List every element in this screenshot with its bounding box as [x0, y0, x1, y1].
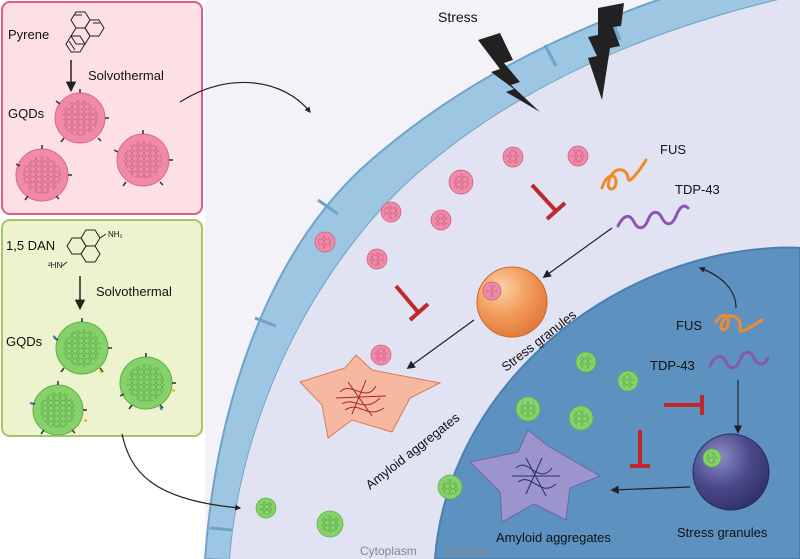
- gqd-green-small: [255, 497, 277, 519]
- arrow-to-stress-granule-cyto: [542, 227, 613, 278]
- arrow-pink-gqd-entry: [179, 81, 311, 113]
- gqd-pink-small: [366, 248, 388, 270]
- gqd-pink-large: [113, 130, 173, 187]
- gqd-pink-small: [430, 209, 452, 231]
- label-solvothermal-green: Solvothermal: [96, 284, 172, 299]
- arrow-green-gqd-entry: [121, 433, 242, 511]
- lightning-bolt-icon: [588, 3, 624, 100]
- label-solvothermal-pink: Solvothermal: [88, 68, 164, 83]
- fus-protein-icon: [714, 314, 764, 333]
- dan-molecule: [61, 229, 107, 267]
- gqd-green-small: [702, 448, 722, 468]
- inhibition-marker: [530, 183, 567, 221]
- arrow-to-amyloid-cyto: [406, 319, 475, 369]
- gqd-green-small: [437, 474, 463, 500]
- stress-granule-nucleus: [692, 433, 770, 511]
- label-amine-top: NH₂: [108, 230, 123, 239]
- gqd-pink-small: [567, 145, 589, 167]
- label-amine-left: ²HN: [48, 261, 62, 270]
- label-tdp43-nucleus: TDP-43: [650, 358, 695, 373]
- membrane-joint: [209, 526, 233, 532]
- membrane-joint: [317, 198, 339, 216]
- amyloid-aggregate-nucleus: [468, 429, 602, 523]
- stress-granule-cyto: [476, 266, 548, 338]
- gqd-pink-large: [15, 145, 72, 202]
- membrane-joint: [543, 44, 558, 67]
- arrow-nucleus-export: [698, 266, 737, 309]
- gqd-pink-small: [314, 231, 336, 253]
- label-stress: Stress: [438, 9, 478, 25]
- gqd-pink-small: [502, 146, 524, 168]
- label-amyloid-nucleus: Amyloid aggregates: [496, 530, 611, 545]
- label-stress-granules-nucleus: Stress granules: [677, 525, 768, 540]
- label-fus-nucleus: FUS: [676, 318, 702, 333]
- fus-protein-icon: [600, 158, 648, 191]
- gqd-green-large: [29, 381, 88, 436]
- inhibition-marker: [664, 395, 704, 415]
- label-nucleus: Nucleus: [445, 544, 488, 558]
- pyrene-molecule: [65, 11, 105, 53]
- tdp43-protein-icon: [708, 350, 770, 370]
- gqd-green-small: [617, 370, 639, 392]
- gqd-pink-small: [448, 169, 474, 195]
- arrow-to-amyloid-nucleus: [610, 485, 691, 494]
- gqd-green-small: [568, 405, 594, 431]
- inhibition-marker: [630, 430, 650, 468]
- tdp43-protein-icon: [616, 204, 690, 230]
- label-cytoplasm: Cytoplasm: [360, 544, 417, 558]
- label-gqds-green: GQDs: [6, 334, 43, 349]
- label-15dan: 1,5 DAN: [6, 238, 55, 253]
- gqd-green-small: [316, 510, 344, 538]
- gqd-pink-small: [380, 201, 402, 223]
- gqd-green-large: [52, 318, 112, 375]
- label-gqds-pink: GQDs: [8, 106, 45, 121]
- amyloid-aggregate-cyto: [299, 354, 442, 439]
- gqd-pink-small: [482, 281, 502, 301]
- gqd-green-large: [119, 353, 176, 411]
- membrane-joint: [254, 316, 277, 328]
- lightning-bolt-icon: [478, 33, 540, 112]
- label-tdp43-cyto: TDP-43: [675, 182, 720, 197]
- label-fus-cyto: FUS: [660, 142, 686, 157]
- inhibition-marker: [394, 284, 430, 322]
- gqd-green-small: [515, 396, 541, 422]
- gqd-pink-small: [370, 344, 392, 366]
- label-pyrene: Pyrene: [8, 27, 49, 42]
- gqd-green-small: [575, 351, 597, 373]
- gqd-pink-large: [54, 89, 109, 144]
